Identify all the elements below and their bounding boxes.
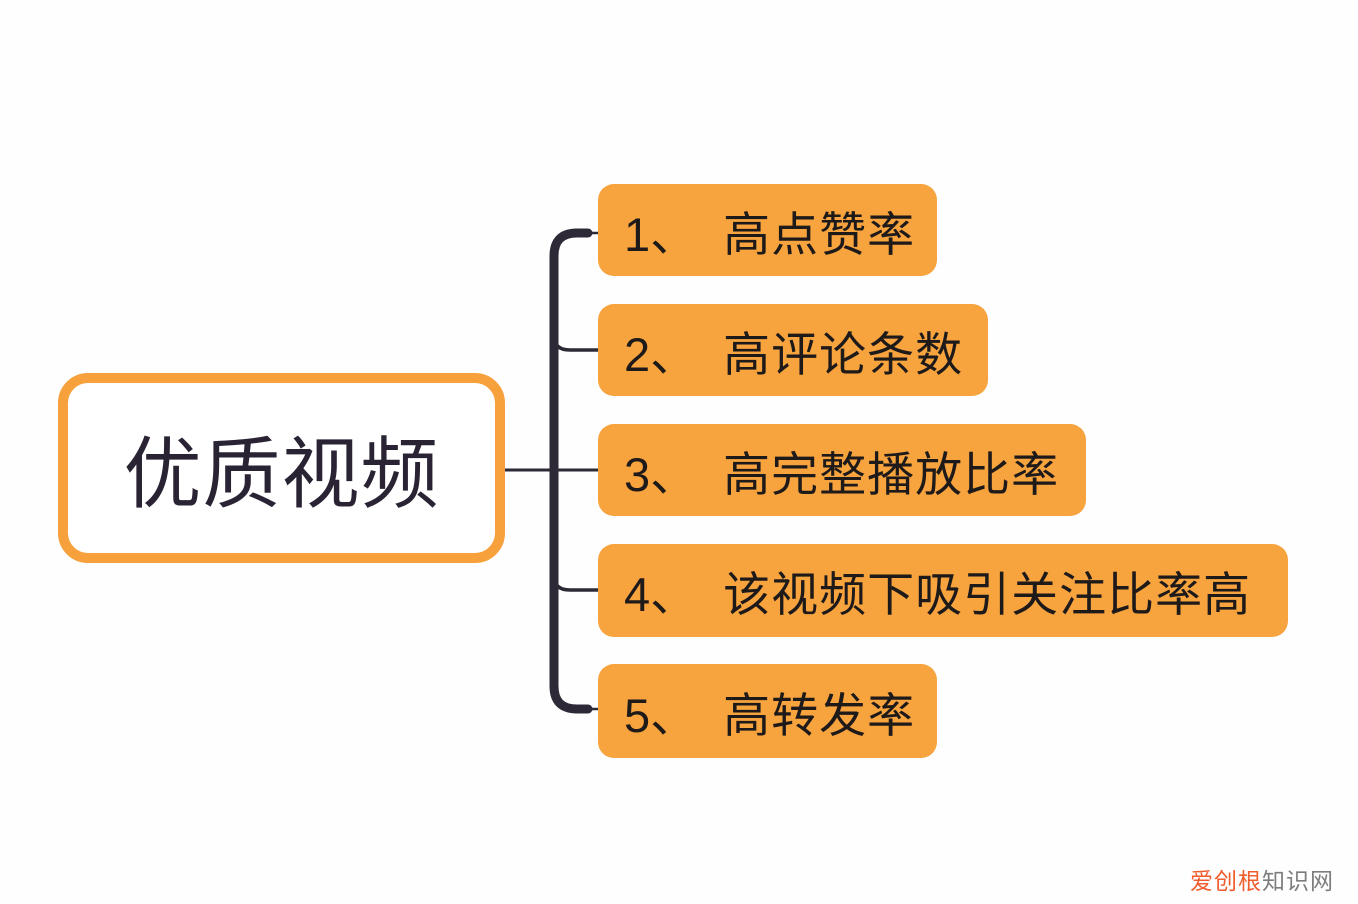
- trunk-line: [549, 228, 593, 714]
- branch-number: 2、: [624, 327, 698, 381]
- branch-label: 该视频下吸引关注比率高: [723, 568, 1252, 621]
- branch-label: 高点赞率: [723, 207, 916, 261]
- root-node-label: 优质视频: [123, 430, 440, 518]
- branch-node-1[interactable]: 1、 高点赞率: [598, 184, 937, 276]
- branch-label: 高完整播放比率: [723, 447, 1060, 501]
- branch-connector-2: [552, 335, 599, 352]
- branch-number: 4、: [624, 568, 698, 621]
- root-node[interactable]: 优质视频: [58, 373, 505, 563]
- branch-node-2[interactable]: 2、 高评论条数: [598, 304, 988, 396]
- watermark: 爱创根知识网: [1190, 862, 1334, 896]
- branch-connector-4: [552, 575, 599, 592]
- branch-label: 高转发率: [723, 688, 916, 742]
- branch-node-5[interactable]: 5、 高转发率: [598, 664, 937, 758]
- watermark-suffix: 知识网: [1262, 868, 1334, 894]
- branch-number: 3、: [624, 447, 698, 501]
- watermark-brand: 爱创根: [1190, 868, 1262, 894]
- branch-node-3[interactable]: 3、 高完整播放比率: [598, 424, 1086, 516]
- branch-number: 5、: [624, 688, 698, 742]
- branch-label: 高评论条数: [723, 327, 964, 381]
- branch-number: 1、: [624, 207, 698, 261]
- branch-node-4[interactable]: 4、 该视频下吸引关注比率高: [598, 544, 1288, 637]
